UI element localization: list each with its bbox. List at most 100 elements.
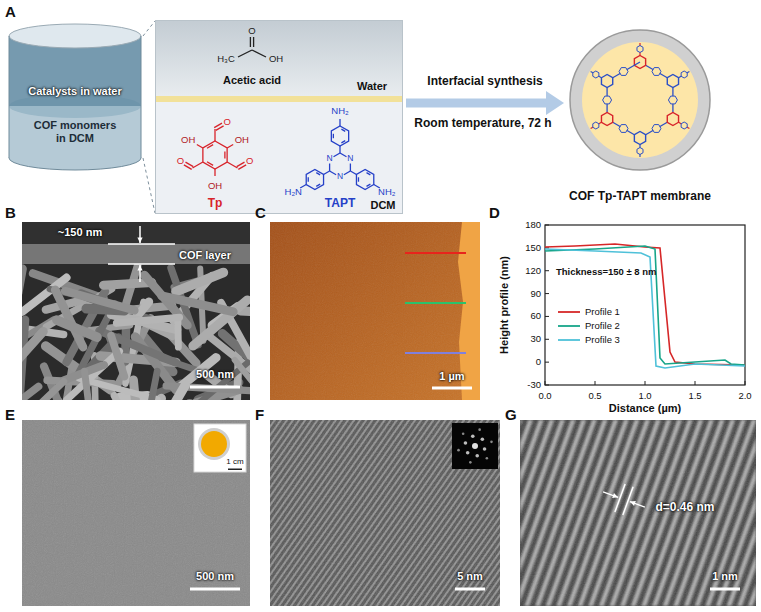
- structure-label: H₃C: [217, 54, 235, 65]
- structure-label: O: [246, 156, 253, 167]
- panel-letter: D: [489, 204, 500, 221]
- figure-label: Distance (µm): [609, 402, 681, 415]
- structure-label: N: [347, 154, 353, 164]
- membrane-photo: [201, 431, 227, 457]
- nanofiber: [117, 317, 180, 323]
- spacing-marker: [615, 484, 625, 512]
- axis-tick-label: 150: [525, 242, 541, 253]
- cof-membrane: COF Tp-TAPT membrane: [565, 26, 717, 210]
- membrane-core: [582, 42, 698, 158]
- axis-tick: [545, 270, 549, 271]
- axis-tick-label: 90: [530, 288, 541, 299]
- node-label: 5 nm: [457, 570, 483, 583]
- chemical-bond: [330, 171, 336, 175]
- framework-node: [667, 113, 678, 126]
- scale-bar: [710, 588, 740, 591]
- chemical-bond: [250, 37, 251, 47]
- nanofiber: [85, 371, 95, 400]
- node-label: COF layer: [179, 249, 231, 262]
- arrow-shaft: [406, 99, 548, 108]
- spacing-arrow-head: [612, 493, 618, 498]
- sem-top-panel: 500 nm1 cm: [22, 420, 250, 606]
- chemical-bond: [214, 169, 215, 176]
- framework-stub: [591, 72, 602, 79]
- chemical-structures: [184, 37, 380, 190]
- phenyl-ring: [681, 122, 687, 129]
- axis-tick-label: 1.5: [688, 391, 701, 402]
- fft-spot: [464, 441, 468, 445]
- chemical-bond: [238, 50, 252, 57]
- axis-tick: [545, 381, 546, 385]
- chemical-bond: [341, 141, 345, 143]
- structure-label: Tp: [208, 197, 223, 211]
- chemical-bond: [214, 129, 215, 141]
- height-profile-chart: [545, 225, 745, 385]
- structure-label: N: [337, 172, 343, 182]
- structure-label: TAPT: [325, 197, 355, 211]
- thickness-marker: [108, 263, 175, 265]
- phenyl-ring: [619, 68, 628, 76]
- chemical-bond: [329, 164, 330, 172]
- axis-tick-label: 0: [536, 357, 541, 368]
- structure-label: O: [177, 156, 184, 167]
- sem-cross-section: [22, 222, 250, 400]
- chemical-bond: [184, 165, 192, 170]
- chemical-bond: [316, 173, 320, 175]
- membrane-rim: [570, 30, 710, 170]
- chemical-bond: [227, 145, 233, 149]
- axis-tick: [745, 381, 746, 385]
- cof-membrane-illustration: [570, 30, 710, 170]
- fft-spot: [471, 434, 475, 438]
- framework-node: [601, 113, 612, 126]
- thickness-arrow-head: [137, 238, 142, 243]
- axis-tick-label: 1.0: [638, 391, 651, 402]
- profile-line: [405, 252, 466, 254]
- legend-text: Profile 2: [585, 321, 620, 332]
- fft-spot: [457, 449, 460, 452]
- axis-tick: [545, 362, 549, 363]
- profile-curve: [545, 244, 745, 365]
- structure-label: OH: [269, 54, 283, 65]
- node-label: d=0.46 nm: [655, 501, 714, 515]
- structure-label: N: [327, 154, 333, 164]
- reaction-dish: [9, 24, 141, 170]
- hrtem-zoom-image: [520, 420, 756, 606]
- fft-spot: [475, 454, 479, 458]
- fft-spot: [483, 447, 487, 451]
- structure-label: OH: [208, 181, 222, 192]
- fft-spot: [478, 428, 481, 431]
- axis-tick: [545, 225, 549, 226]
- axis-tick-label: 2.0: [738, 391, 751, 402]
- fft-spot: [481, 437, 485, 441]
- structure-label: H₂N: [285, 187, 302, 198]
- axis-tick: [595, 381, 596, 385]
- chemical-bond: [308, 177, 309, 181]
- hrtem-zoom-panel: d=0.46 nm1 nm: [520, 420, 756, 606]
- chemical-bond: [224, 151, 225, 158]
- nanofiber: [39, 382, 63, 400]
- chemical-bond: [207, 162, 213, 166]
- panel-letter: B: [5, 204, 16, 221]
- axis-tick: [545, 316, 549, 317]
- benzene-ring: [203, 141, 227, 169]
- interface-band: [155, 96, 403, 102]
- chemical-bond: [334, 153, 340, 157]
- phenyl-ring: [306, 170, 323, 190]
- chemical-bond: [339, 119, 340, 126]
- sem-cross-section-panel: ~150 nmCOF layer500 nm: [22, 222, 250, 400]
- chemical-bond: [192, 162, 202, 168]
- process-arrow: [406, 91, 564, 115]
- sem-top-view: [22, 420, 250, 606]
- tem-background: [520, 420, 756, 606]
- axis-tick: [545, 339, 549, 340]
- nanofiber: [22, 269, 23, 293]
- axis-tick: [545, 293, 549, 294]
- chemical-bond: [237, 162, 245, 167]
- scale-bar: [432, 387, 472, 390]
- profile-curve: [545, 246, 745, 365]
- fft-spot: [462, 433, 465, 436]
- structure-label: NH₂: [378, 187, 395, 198]
- legend-line: [558, 325, 580, 327]
- profile-curve: [545, 249, 745, 368]
- chemical-bond: [324, 171, 330, 175]
